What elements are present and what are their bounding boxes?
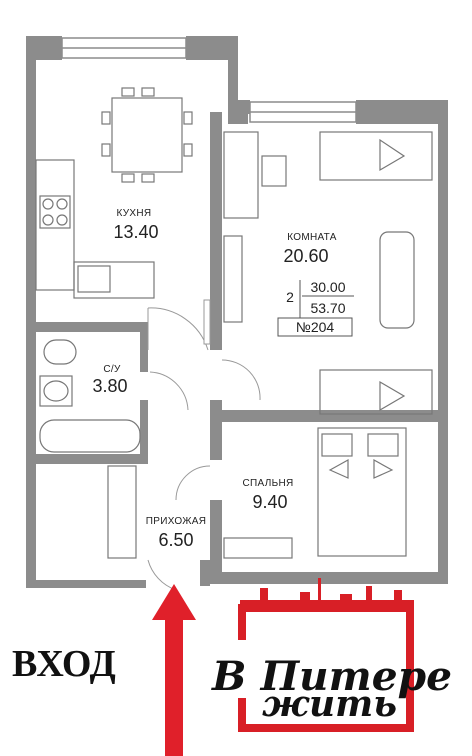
windows	[61, 37, 447, 541]
entrance-label: ВХОД	[12, 643, 116, 685]
hallway-area: 6.50	[158, 530, 193, 550]
logo-line2: жить	[262, 683, 397, 725]
rooms-count: 2	[286, 289, 294, 305]
room-name: КОМНАТА	[287, 232, 337, 243]
apartment-info: 2 30.00 53.70 №204	[277, 279, 354, 337]
bedroom-furniture	[223, 427, 407, 559]
living-area: 30.00	[310, 279, 345, 295]
entrance-arrow-icon	[152, 584, 196, 756]
bathroom-fixtures	[39, 339, 141, 453]
room-area: 20.60	[283, 246, 328, 266]
hallway-name: ПРИХОЖАЯ	[146, 516, 206, 527]
bathroom-name: С/У	[103, 364, 121, 375]
kitchen-furniture	[35, 87, 193, 299]
apartment-number: №204	[296, 319, 335, 335]
logo-line1: В Питере	[211, 653, 452, 700]
bedroom-name: СПАЛЬНЯ	[243, 478, 294, 489]
room-furniture	[223, 131, 433, 415]
kitchen-area: 13.40	[113, 222, 158, 242]
bathroom-area: 3.80	[92, 376, 127, 396]
total-area: 53.70	[310, 300, 345, 316]
walls	[26, 36, 448, 588]
bedroom-area: 9.40	[252, 492, 287, 512]
logo: В Питере жить	[211, 578, 452, 732]
kitchen-name: КУХНЯ	[117, 208, 152, 219]
hallway-wardrobe	[107, 465, 137, 559]
